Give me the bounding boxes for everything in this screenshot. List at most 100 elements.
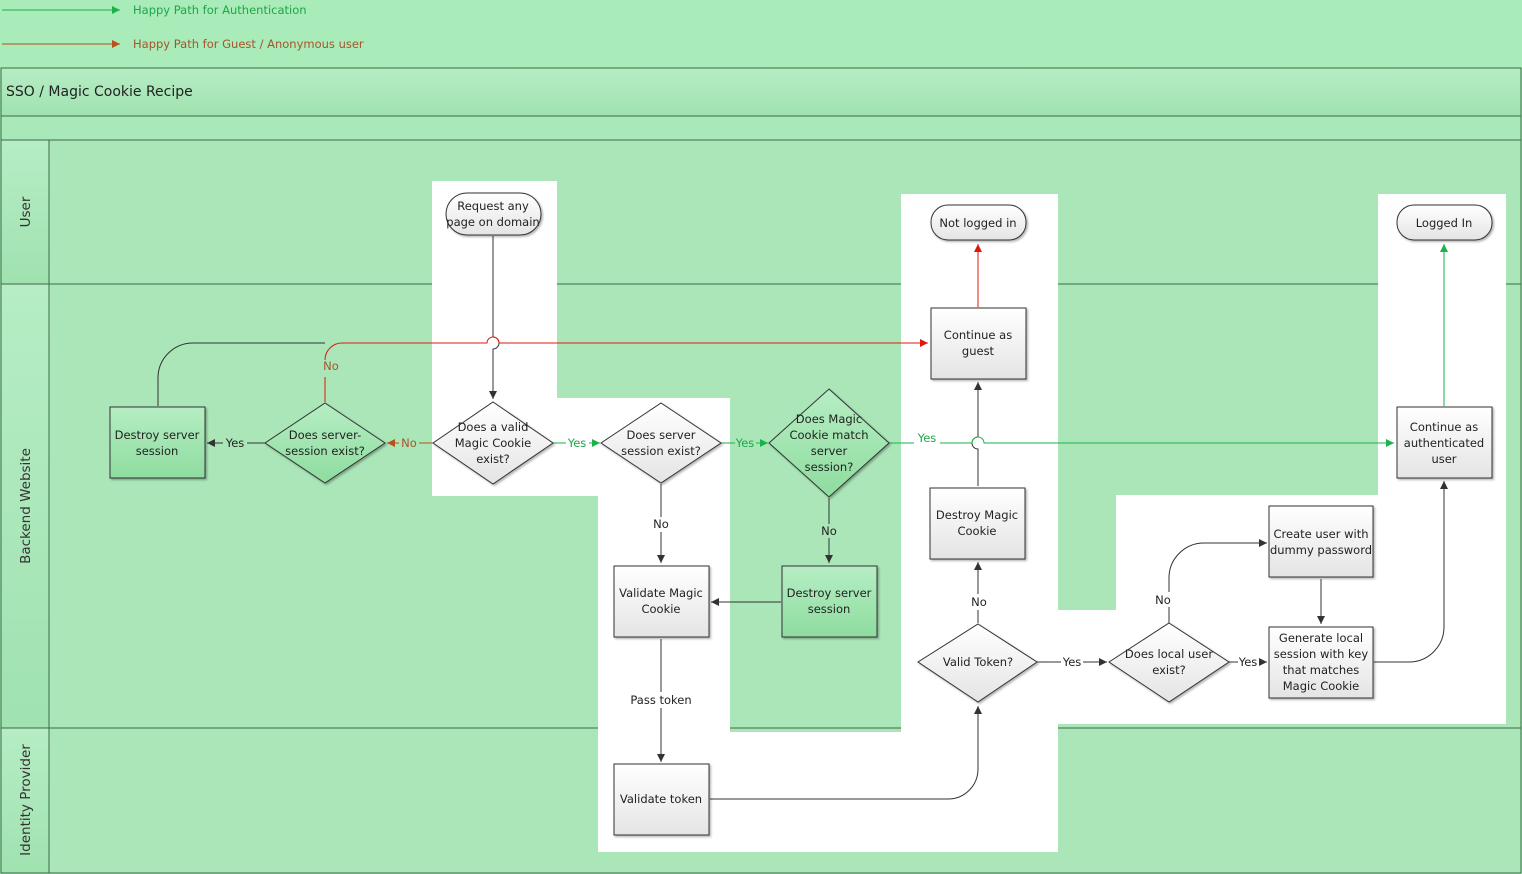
node-local-user-exist[interactable]: Does local user exist? [1108,622,1230,703]
edge-no-to-guest [324,337,928,402]
node-label-line: session exist? [621,444,701,458]
svg-text:Does server-session exist?: Does server-session exist? [285,428,365,458]
lane-headers: User Backend Website Identity Provider [0,139,50,874]
node-label-line: Does server [626,428,695,442]
svg-text:Validate token: Validate token [620,792,702,806]
node-generate-session[interactable]: Generate local session with key that match… [1268,626,1374,699]
legend-guest-label: Happy Path for Guest / Anonymous user [133,37,364,51]
node-label-line: guest [962,344,995,358]
node-label-line: Logged In [1416,216,1473,230]
svg-text:Valid Token?: Valid Token? [943,655,1013,669]
lane-label-idp: Identity Provider [18,744,34,856]
legend-auth-label: Happy Path for Authentication [133,3,307,17]
node-label-line: Does Magic [796,412,862,426]
node-label-line: Request any [457,199,529,213]
node-label-line: Destroy server [787,586,872,600]
pool-header: SSO / Magic Cookie Recipe [0,67,1522,141]
node-label-line: Magic Cookie [1283,679,1359,693]
node-destroy-server-session-left[interactable]: Destroy server session [109,406,206,479]
node-label-line: exist? [476,452,509,466]
label-yes-match: Yes [917,431,937,445]
label-no-match: No [821,524,837,538]
svg-text:Not logged in: Not logged in [939,216,1016,230]
legend: Happy Path for Authentication Happy Path… [2,3,364,51]
node-label-line: Continue as [1410,420,1478,434]
lane-label-backend: Backend Website [18,448,34,564]
node-label-line: that matches [1283,663,1359,677]
label-yes-destroy-left: Yes [225,436,245,450]
node-label-line: session [136,444,179,458]
node-continue-guest[interactable]: Continue as guest [930,307,1027,380]
node-label-line: session exist? [285,444,365,458]
label-no-cookie: No [401,436,417,450]
label-no-server-exist: No [653,517,669,531]
node-label-line: dummy password [1270,543,1372,557]
pool-title: SSO / Magic Cookie Recipe [6,84,193,100]
node-create-user[interactable]: Create user with dummy password [1268,505,1374,578]
node-label-line: page on domain [446,215,539,229]
node-server-session-exist[interactable]: Does server session exist? [600,402,722,484]
node-label-line: Create user with [1273,527,1368,541]
node-label-line: exist? [1152,663,1185,677]
edge-labels: Yes No No Yes Yes Yes No No Pass token N… [225,359,1258,707]
node-label-line: Destroy Magic [936,508,1018,522]
edge-local-no-to-create [1168,543,1267,623]
node-label-line: Validate Magic [619,586,703,600]
node-validate-token[interactable]: Validate token [613,763,710,836]
node-label-line: Cookie match [789,428,868,442]
edges [157,236,1448,800]
svg-text:Logged In: Logged In [1416,216,1473,230]
node-label-line: server [811,444,848,458]
node-valid-token[interactable]: Valid Token? [917,623,1038,703]
node-label-line: Does a valid [458,420,529,434]
node-server-session-exist-left[interactable]: Does server-session exist? [264,402,386,484]
node-label-line: Cookie [957,524,996,538]
label-no-exist-left: No [323,359,339,373]
label-yes-valid-token: Yes [1062,655,1082,669]
node-label-line: authenticated [1404,436,1484,450]
node-not-logged-in[interactable]: Not logged in [930,204,1027,241]
label-yes-cookie: Yes [567,436,587,450]
edge-token-to-valid [710,706,982,800]
node-label-line: user [1431,452,1456,466]
node-label-line: session? [805,460,854,474]
node-label-line: Validate token [620,792,702,806]
edge-match-yes-to-auth [889,437,1394,443]
edge-generate-to-auth [1374,481,1448,663]
node-label-line: session with key [1274,647,1369,661]
node-label-line: Magic Cookie [455,436,531,450]
label-pass-token: Pass token [630,693,691,707]
node-label-line: Destroy server [115,428,200,442]
node-destroy-server-session[interactable]: Destroy server session [781,565,878,638]
node-label-line: Continue as [944,328,1012,342]
label-no-local-user: No [1155,593,1171,607]
node-request-page[interactable]: Request any page on domain [445,192,542,236]
node-label-line: session [808,602,851,616]
edge-destroy-left-loop [157,342,325,406]
node-label-line: Does server- [289,428,361,442]
node-label-line: Does local user [1125,647,1213,661]
node-continue-auth[interactable]: Continue as authenticated user [1396,406,1493,479]
node-label-line: Generate local [1279,631,1363,645]
label-yes-server-exist: Yes [735,436,755,450]
lane-label-user: User [18,196,34,227]
node-logged-in[interactable]: Logged In [1396,204,1493,241]
